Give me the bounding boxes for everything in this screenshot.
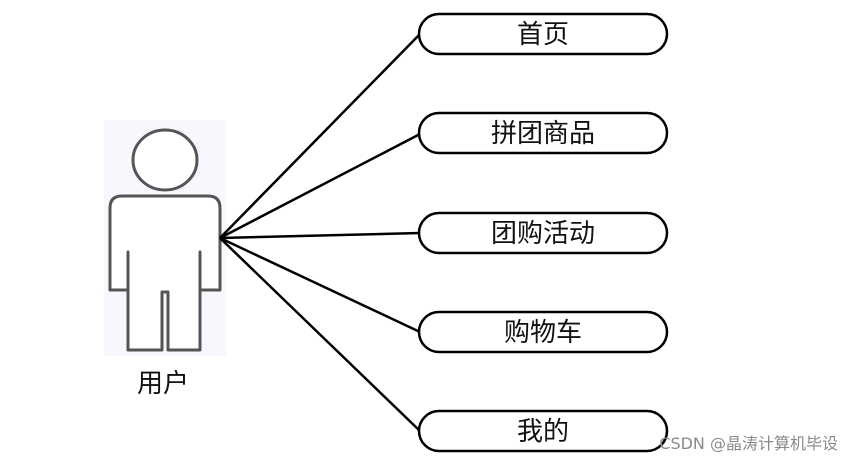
association-line-group-activities — [219, 231, 421, 240]
association-line-cart — [219, 236, 421, 334]
use-case-shape — [417, 409, 669, 453]
use-case-mine: 我的 — [417, 409, 669, 453]
use-case-cart: 购物车 — [417, 310, 669, 354]
association-line-home — [219, 33, 421, 239]
use-case-label-group-products: 拼团商品 — [491, 119, 595, 149]
use-case-home: 首页 — [417, 12, 669, 56]
use-case-shape — [417, 310, 669, 354]
actor-figure — [104, 120, 226, 356]
use-case-label-home: 首页 — [517, 20, 569, 50]
use-case-group-products: 拼团商品 — [417, 111, 669, 155]
actor-head — [131, 128, 199, 192]
watermark-text: CSDN @晶涛计算机毕设 — [659, 434, 838, 453]
use-case-shape — [417, 12, 669, 56]
association-line-group-products — [219, 132, 421, 240]
use-case-shape — [417, 211, 669, 255]
use-case-label-cart: 购物车 — [504, 318, 582, 348]
use-case-group-activities: 团购活动 — [417, 211, 669, 255]
use-case-label-group-activities: 团购活动 — [491, 219, 595, 249]
actor-body — [108, 194, 222, 352]
association-line-mine — [219, 237, 421, 432]
actor-label: 用户 — [137, 369, 189, 399]
association-lines — [219, 33, 421, 432]
use-case-label-mine: 我的 — [517, 417, 569, 447]
use-case-shape — [417, 111, 669, 155]
